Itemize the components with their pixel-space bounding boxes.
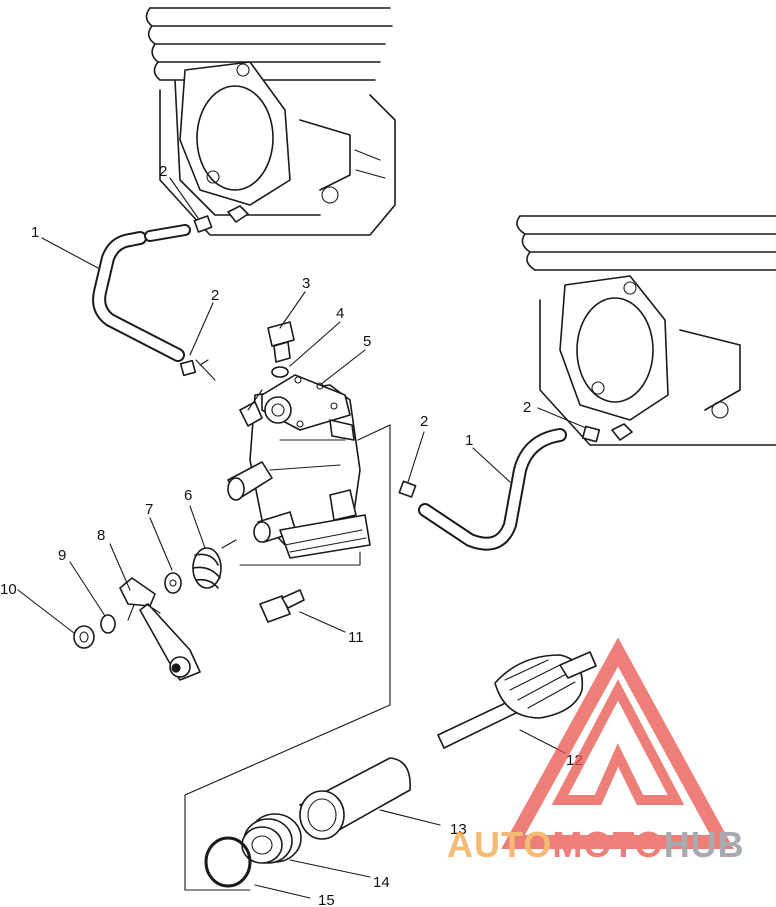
callout-1-left: 1 bbox=[31, 224, 39, 241]
callout-2-right-hose: 2 bbox=[420, 413, 428, 430]
spring-seal bbox=[241, 813, 302, 864]
leader-lines bbox=[17, 177, 587, 899]
callout-2-top: 2 bbox=[159, 163, 167, 180]
engine-cylinder-right bbox=[516, 215, 776, 446]
callout-5: 5 bbox=[363, 333, 371, 350]
callout-1-right: 1 bbox=[465, 432, 473, 449]
drive-sleeve bbox=[299, 757, 411, 840]
oil-hose-right bbox=[398, 425, 601, 551]
callout-10: 10 bbox=[0, 581, 17, 598]
callout-9: 9 bbox=[58, 547, 66, 564]
engine-cylinder-left bbox=[145, 7, 396, 236]
callout-2-left-hose: 2 bbox=[211, 287, 219, 304]
callout-7: 7 bbox=[145, 501, 153, 518]
snap-ring bbox=[204, 836, 252, 888]
callout-3: 3 bbox=[302, 275, 310, 292]
callout-14: 14 bbox=[373, 874, 390, 891]
group-bracket-line bbox=[184, 704, 391, 891]
banjo-bolt bbox=[267, 321, 295, 378]
mounting-bolt bbox=[259, 589, 305, 623]
automotohub-logo-text: AUTOMOTOHUB bbox=[447, 824, 745, 865]
callout-2-right: 2 bbox=[523, 399, 531, 416]
callout-13: 13 bbox=[450, 821, 467, 838]
callout-15: 15 bbox=[318, 892, 335, 907]
callout-8: 8 bbox=[97, 527, 105, 544]
drive-shaft bbox=[437, 651, 597, 749]
callout-11: 11 bbox=[348, 629, 364, 646]
oil-pump-body bbox=[227, 374, 391, 706]
return-spring bbox=[192, 539, 237, 589]
callout-6: 6 bbox=[184, 487, 192, 504]
oil-hose-left bbox=[92, 215, 216, 381]
callout-labels: 1 2 2 3 4 5 6 7 8 9 10 11 2 1 2 12 13 14… bbox=[0, 163, 583, 907]
callout-4: 4 bbox=[336, 305, 344, 322]
pump-lever bbox=[73, 572, 201, 681]
automotohub-watermark: AUTOMOTOHUB bbox=[447, 637, 745, 865]
